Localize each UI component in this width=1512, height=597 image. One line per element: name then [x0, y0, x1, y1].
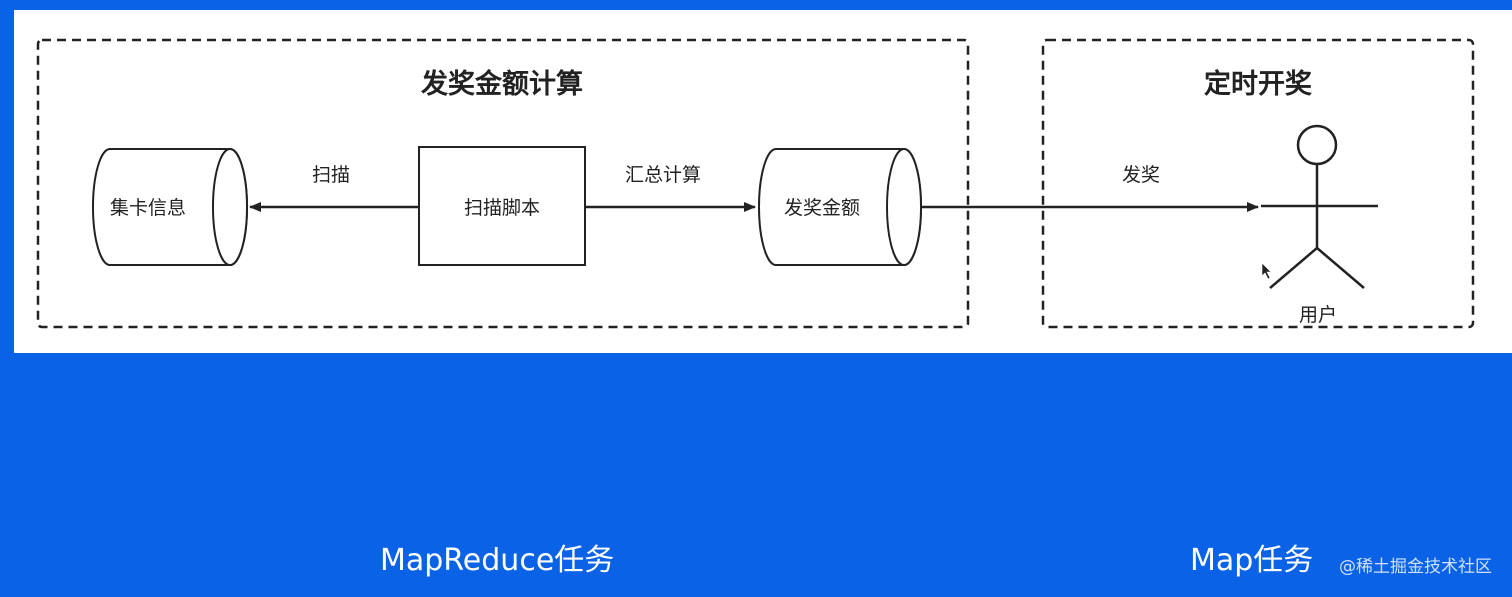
group-box-reward-calc: [36, 38, 970, 329]
user-right-leg: [1316, 247, 1365, 289]
diagram-svg: 发奖金额计算 定时开奖 集卡信息 扫描脚本 发奖金额 扫描 汇总计算 发奖: [36, 38, 1475, 329]
footer-right-label: Map任务: [1190, 543, 1314, 578]
node-card-info: 集卡信息: [92, 148, 248, 266]
mouse-cursor-icon: [1261, 262, 1272, 280]
node-card-info-label: 集卡信息: [110, 197, 186, 219]
group-title-reward-calc: 发奖金额计算: [420, 68, 583, 100]
node-scan-script: 扫描脚本: [418, 146, 586, 266]
diagram-canvas: 发奖金额计算 定时开奖 集卡信息 扫描脚本 发奖金额 扫描 汇总计算 发奖: [14, 10, 1512, 353]
footer-left-label: MapReduce任务: [380, 543, 615, 578]
node-scan-script-label: 扫描脚本: [464, 197, 540, 219]
node-reward-amount: 发奖金额: [758, 148, 922, 266]
group-box-scheduled-reward: [1041, 38, 1475, 329]
edge-scan-label: 扫描: [312, 164, 350, 186]
user-head: [1296, 124, 1338, 166]
node-user-label: 用户: [1299, 304, 1337, 326]
watermark-text: @稀土掘金技术社区: [1339, 557, 1492, 577]
group-title-scheduled-reward: 定时开奖: [1204, 68, 1312, 100]
edge-summarize-label: 汇总计算: [625, 164, 701, 186]
node-reward-amount-label: 发奖金额: [784, 197, 860, 219]
user-left-leg: [1269, 247, 1318, 289]
edge-award-label: 发奖: [1122, 164, 1160, 186]
node-user: [1261, 124, 1378, 289]
